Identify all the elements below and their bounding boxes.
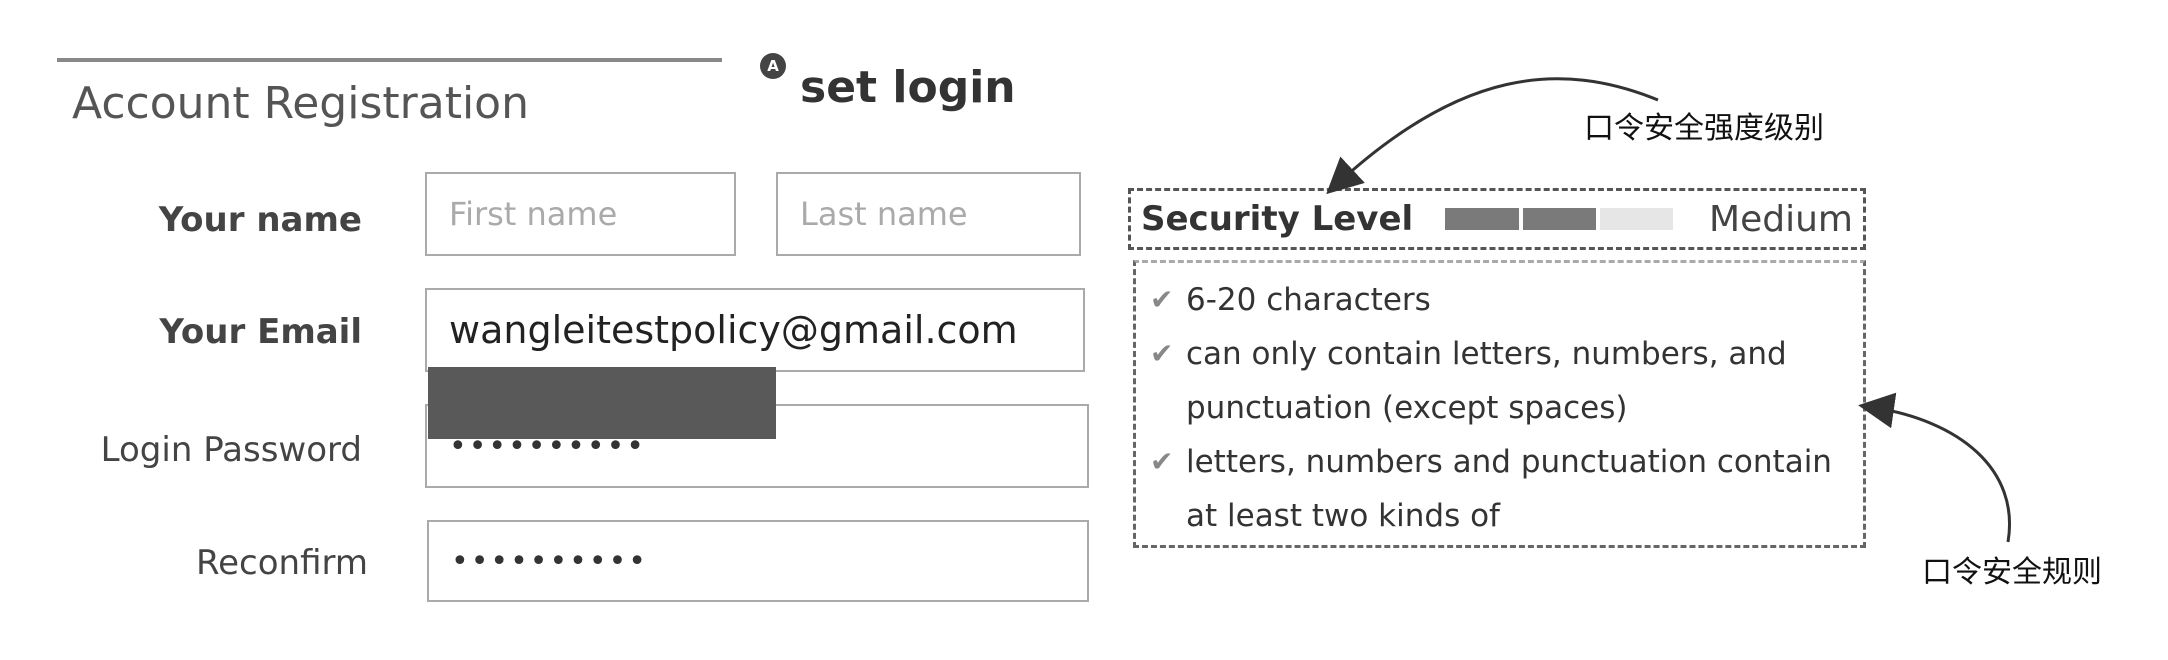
strength-meter xyxy=(1445,208,1674,230)
header-divider xyxy=(57,58,722,62)
rule-item: ✔ can only contain letters, numbers, and… xyxy=(1150,327,1851,435)
rule-text: 6-20 characters xyxy=(1186,282,1431,318)
strength-segment xyxy=(1599,208,1674,230)
strength-segment xyxy=(1522,208,1596,230)
password-label: Login Password xyxy=(100,430,362,470)
strength-annotation: 口令安全强度级别 xyxy=(1584,111,1824,146)
email-input[interactable] xyxy=(425,288,1085,372)
rule-text: can only contain letters, numbers, and p… xyxy=(1186,336,1787,426)
rule-item: ✔ letters, numbers and punctuation conta… xyxy=(1150,435,1851,543)
security-level-value: Medium xyxy=(1709,198,1853,240)
check-icon: ✔ xyxy=(1150,283,1174,316)
password-rules-box: ✔ 6-20 characters ✔ can only contain let… xyxy=(1133,260,1866,548)
strength-segment xyxy=(1445,208,1519,230)
check-icon: ✔ xyxy=(1150,337,1174,370)
reconfirm-label: Reconfirm xyxy=(196,543,368,583)
email-label: Your Email xyxy=(159,312,362,352)
security-level-label: Security Level xyxy=(1141,199,1414,239)
redaction-block xyxy=(428,367,776,439)
rules-arrow xyxy=(1858,392,2011,543)
rule-item: ✔ 6-20 characters xyxy=(1150,273,1851,327)
last-name-input[interactable] xyxy=(776,172,1081,256)
rules-annotation: 口令安全规则 xyxy=(1922,555,2102,590)
first-name-input[interactable] xyxy=(425,172,736,256)
page-title: Account Registration xyxy=(72,78,529,129)
rule-text: letters, numbers and punctuation contain… xyxy=(1186,444,1832,534)
step-title: set login xyxy=(800,62,1016,113)
security-level-box: Security Level Medium xyxy=(1128,188,1866,250)
name-label: Your name xyxy=(158,200,362,240)
check-icon: ✔ xyxy=(1150,445,1174,478)
reconfirm-input[interactable] xyxy=(427,520,1089,602)
step-badge: A xyxy=(760,53,786,79)
